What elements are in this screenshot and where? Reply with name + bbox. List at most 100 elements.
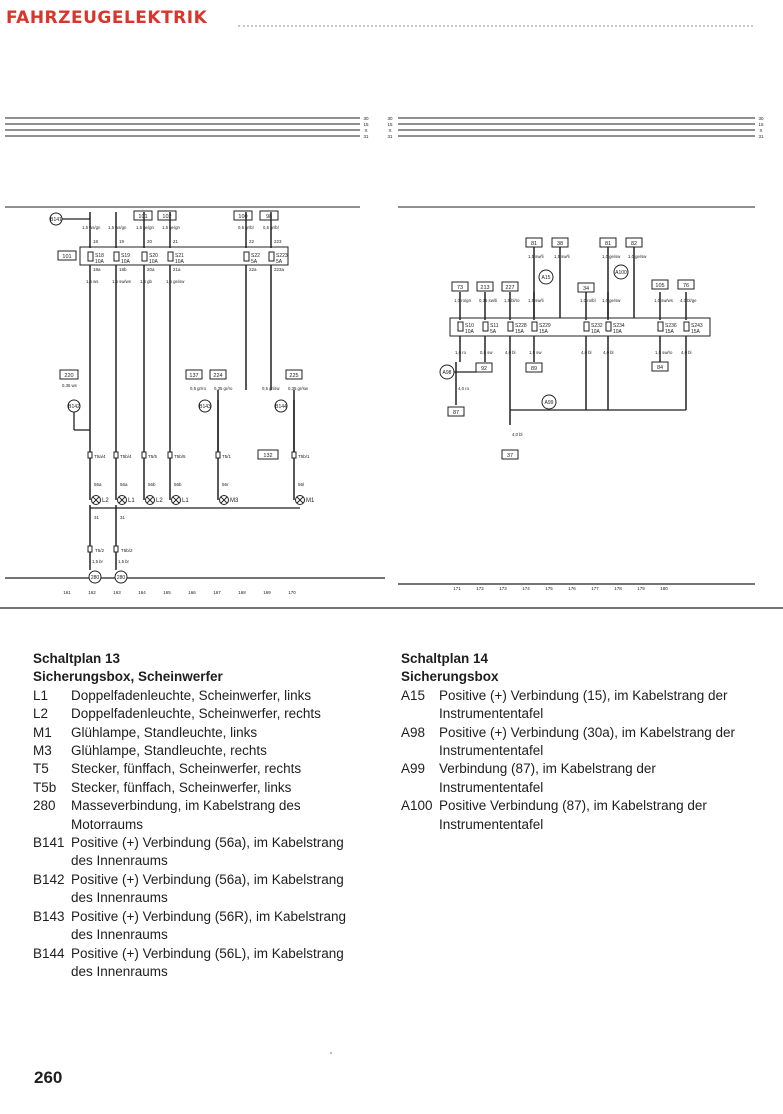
wire-spec: 1,5 ge/gn [136, 225, 155, 230]
connector [215, 451, 221, 459]
connection-label: B142 [68, 404, 80, 410]
page-header: FAHRZEUGELEKTRIK [0, 8, 783, 34]
bus-label: 15 [363, 122, 369, 127]
connection-label: 280 [91, 575, 100, 581]
fuse [243, 251, 250, 262]
connection-b143 [198, 399, 212, 413]
legend-description: Doppelfadenleuchte, Scheinwerfer, links [71, 687, 312, 703]
ref-label: 220 [64, 373, 73, 379]
connector [167, 451, 173, 459]
fuse [482, 321, 489, 332]
ref-box [257, 449, 279, 460]
component-label: L1 [182, 498, 189, 504]
legend-code: M3 [33, 743, 52, 759]
fuse-rating: 5A [276, 259, 283, 265]
page-number: 260 [34, 1068, 63, 1087]
legend-subtitle: Sicherungsbox, Scheinwerfer [33, 669, 223, 685]
connector-label: T5b/1 [298, 454, 310, 459]
fuse [457, 321, 464, 332]
component-label: L2 [156, 498, 163, 504]
legend-code: A100 [401, 798, 433, 814]
ref-box [677, 279, 695, 290]
terminal: 223 [274, 239, 282, 244]
fuse-id: S228 [515, 323, 527, 329]
legend-code: A15 [401, 687, 426, 703]
wire-spec: 4,0 bl [581, 350, 592, 355]
ref-box [651, 361, 669, 372]
connection-label: B144 [275, 404, 287, 410]
legend-code: L2 [33, 706, 49, 722]
wire-spec: 0,5 gr/bl [238, 225, 254, 230]
connector [141, 451, 147, 459]
ref-label: 38 [557, 241, 563, 247]
ref-box [285, 369, 303, 380]
column-number: 176 [568, 586, 576, 591]
fuse-id: S243 [691, 323, 703, 329]
column-number: 178 [614, 586, 622, 591]
connector-label: T5/2 [95, 548, 105, 553]
column-number: 167 [213, 590, 221, 595]
bus-label: X [388, 128, 391, 133]
ref-label: 227 [505, 285, 514, 291]
bus-label: 31 [387, 134, 393, 139]
pin-label: 56r [222, 482, 229, 487]
ref-label: 101 [138, 214, 147, 220]
connection-label: 280 [117, 575, 126, 581]
legend-schaltplan-13: Schaltplan 13 Sicherungsbox, Scheinwerfe… [33, 650, 368, 981]
wire-spec: 0,35 gr/ro [214, 386, 233, 391]
ref-box [476, 281, 494, 292]
fuse-box [79, 246, 289, 266]
legend-code: B143 [33, 908, 65, 924]
ref-box [185, 369, 203, 380]
fuse-rating: 10A [121, 259, 131, 265]
legend-description: Stecker, fünffach, Scheinwerfer, links [71, 779, 292, 795]
terminal: 22a [249, 267, 257, 272]
ref-box [133, 210, 153, 221]
ref-label: 89 [531, 366, 537, 372]
fuse [268, 251, 275, 262]
legend-description: Stecker, fünffach, Scheinwerfer, rechts [71, 761, 302, 777]
legend-description: Doppelfadenleuchte, Scheinwerfer, rechts [71, 706, 321, 722]
ref-box [501, 449, 519, 460]
wire-spec: 4,0 bl [512, 432, 523, 437]
terminal: 20a [147, 267, 155, 272]
connection-label: A98 [443, 370, 452, 376]
terminal: 22 [249, 239, 255, 244]
terminal: 18 [93, 239, 99, 244]
column-number: 174 [522, 586, 530, 591]
component-label: M1 [306, 498, 315, 504]
ref-label: 73 [457, 285, 463, 291]
legend-description: Positive Verbindung (87), im Kabelstrang… [439, 798, 707, 832]
column-number: 180 [660, 586, 668, 591]
ref-box [475, 362, 493, 373]
legend-description: Verbindung (87), im Kabelstrang der Inst… [439, 761, 656, 795]
column-number: 166 [188, 590, 196, 595]
bus-label: X [759, 128, 762, 133]
pin-label: 56b [148, 482, 156, 487]
connection-label: A100 [615, 270, 627, 276]
terminal: 21 [173, 239, 179, 244]
wire-spec: 1,5 ws [86, 279, 98, 284]
legend-title: Schaltplan 13 [33, 651, 121, 666]
connection-label: B143 [199, 404, 211, 410]
ref-label: 225 [289, 373, 298, 379]
wire-spec: 0,35 ws [62, 383, 77, 388]
fuse-rating: 10A [465, 329, 475, 335]
legend-code: B144 [33, 945, 65, 961]
connection-b144 [274, 399, 288, 413]
wire [296, 496, 304, 504]
section-title: FAHRZEUGELEKTRIK [6, 8, 208, 28]
fuse-id: S229 [539, 323, 551, 329]
legend-code: A98 [401, 724, 426, 740]
legend-code: B142 [33, 871, 65, 887]
connection-label: A99 [545, 400, 554, 406]
legend-code: M1 [33, 724, 52, 740]
